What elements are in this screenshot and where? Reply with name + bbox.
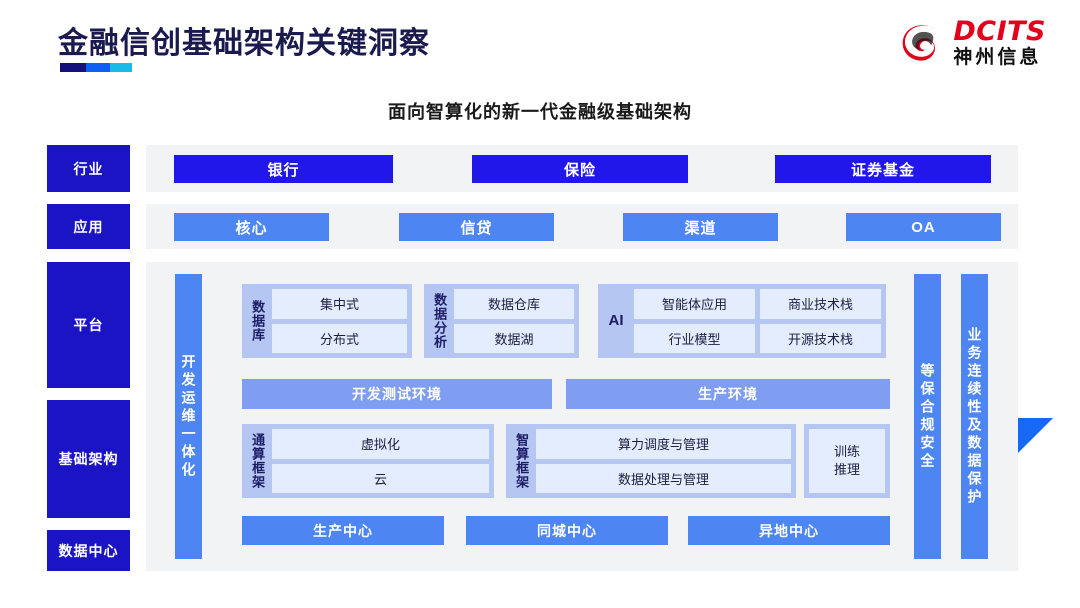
cell-data-lake[interactable]: 数据湖 (454, 323, 574, 353)
dcits-swirl-icon (903, 24, 936, 61)
cell-virtualization[interactable]: 虚拟化 (272, 429, 489, 459)
datacenter-item-remote[interactable]: 异地中心 (688, 516, 890, 545)
main-inner-content: 数据库 集中式 分布式 数据分析 数据仓库 数据湖 AI 智能体应用 行业模型 (238, 274, 902, 559)
vertical-bar-business-continuity[interactable]: 业务连续性及数据保护 (961, 274, 988, 559)
ai-column-1: 智能体应用 行业模型 (634, 289, 755, 353)
sidebar-item-platform[interactable]: 平台 (47, 262, 130, 388)
logo-cn: 神州信息 (953, 47, 1042, 68)
box-training-inference-wrapper: 训练 推理 (804, 424, 890, 498)
application-row-panel: 核心 信贷 渠道 OA (146, 204, 1018, 249)
datacenter-item-production[interactable]: 生产中心 (242, 516, 444, 545)
cell-agent-application[interactable]: 智能体应用 (634, 289, 755, 319)
ai-column-2: 商业技术栈 开源技术栈 (760, 289, 881, 353)
cell-cloud[interactable]: 云 (272, 463, 489, 493)
cell-distributed[interactable]: 分布式 (272, 323, 407, 353)
group-label-intelligent-compute: 智算框架 (514, 433, 530, 489)
group-data-analysis[interactable]: 数据分析 数据仓库 数据湖 (424, 284, 579, 358)
cell-centralized[interactable]: 集中式 (272, 289, 407, 319)
application-item-oa[interactable]: OA (846, 213, 1001, 241)
accent-segment-1 (60, 63, 86, 72)
industry-item-securities[interactable]: 证券基金 (775, 155, 991, 183)
sidebar-item-industry[interactable]: 行业 (47, 145, 130, 192)
group-intelligent-compute-framework[interactable]: 智算框架 算力调度与管理 数据处理与管理 (506, 424, 796, 498)
logo-en: DCITS (953, 16, 1046, 47)
industry-item-insurance[interactable]: 保险 (472, 155, 688, 183)
industry-row-panel: 银行 保险 证券基金 (146, 145, 1018, 192)
sidebar-item-datacenter[interactable]: 数据中心 (47, 530, 130, 571)
sidebar-item-infrastructure[interactable]: 基础架构 (47, 400, 130, 518)
group-ai[interactable]: AI 智能体应用 行业模型 商业技术栈 开源技术栈 (598, 284, 886, 358)
cell-training-inference[interactable]: 训练 推理 (809, 429, 885, 493)
group-label-ai: AI (608, 311, 624, 329)
group-items-ai: 智能体应用 行业模型 商业技术栈 开源技术栈 (634, 289, 881, 353)
group-label-database: 数据库 (250, 300, 266, 342)
group-general-compute-framework[interactable]: 通算框架 虚拟化 云 (242, 424, 494, 498)
group-items-data-analysis: 数据仓库 数据湖 (454, 289, 574, 353)
sidebar-item-application[interactable]: 应用 (47, 204, 130, 249)
env-bar-dev-test[interactable]: 开发测试环境 (242, 379, 552, 409)
cell-data-processing[interactable]: 数据处理与管理 (536, 463, 791, 493)
cell-opensource-stack[interactable]: 开源技术栈 (760, 323, 881, 353)
diagram-subtitle: 面向智算化的新一代金融级基础架构 (388, 102, 692, 122)
cell-compute-scheduling[interactable]: 算力调度与管理 (536, 429, 791, 459)
datacenter-item-same-city[interactable]: 同城中心 (466, 516, 668, 545)
page-title: 金融信创基础架构关键洞察 (58, 27, 430, 60)
group-database[interactable]: 数据库 集中式 分布式 (242, 284, 412, 358)
brand-logo: DCITS 神州信息 (899, 18, 1046, 67)
group-items-database: 集中式 分布式 (272, 289, 407, 353)
application-item-core[interactable]: 核心 (174, 213, 329, 241)
group-label-general-compute: 通算框架 (250, 433, 266, 489)
accent-segment-2 (86, 63, 110, 72)
industry-item-bank[interactable]: 银行 (174, 155, 393, 183)
logo-text-block: DCITS 神州信息 (953, 18, 1046, 67)
cell-industry-model[interactable]: 行业模型 (634, 323, 755, 353)
vertical-bar-devops[interactable]: 开发运维一体化 (175, 274, 202, 559)
group-label-data-analysis: 数据分析 (432, 293, 448, 349)
group-items-general-compute: 虚拟化 云 (272, 429, 489, 493)
cell-data-warehouse[interactable]: 数据仓库 (454, 289, 574, 319)
cell-commercial-stack[interactable]: 商业技术栈 (760, 289, 881, 319)
accent-bar (60, 63, 132, 72)
env-bar-production[interactable]: 生产环境 (566, 379, 890, 409)
accent-segment-3 (110, 63, 132, 72)
vertical-bar-security[interactable]: 等保合规安全 (914, 274, 941, 559)
group-items-intelligent-compute: 算力调度与管理 数据处理与管理 (536, 429, 791, 493)
application-item-channel[interactable]: 渠道 (623, 213, 778, 241)
application-item-credit[interactable]: 信贷 (399, 213, 554, 241)
